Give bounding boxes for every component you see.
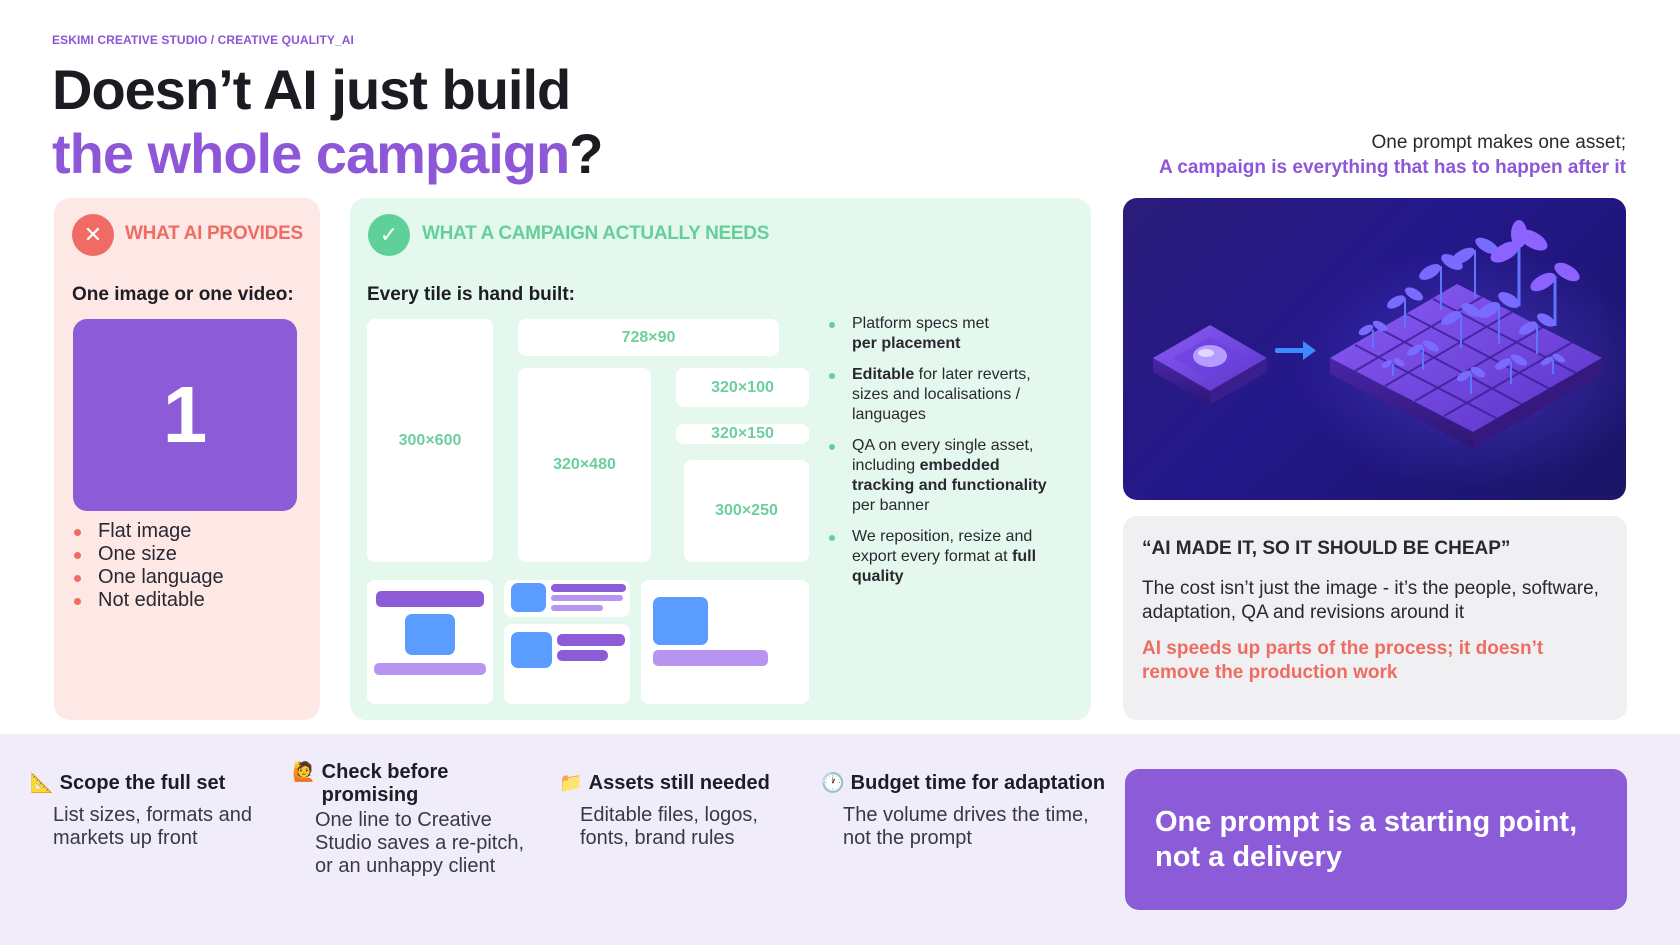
mockup-bar <box>374 663 486 675</box>
seed-to-garden-illustration <box>1123 198 1626 500</box>
mockup-bar <box>551 584 626 592</box>
mockup-bar <box>376 591 484 607</box>
layout-mockup-vertical <box>367 580 493 704</box>
list-item: QA on every single asset, including embe… <box>826 436 1056 516</box>
mockup-bar <box>557 650 608 661</box>
mockup-bar <box>551 595 623 601</box>
page-title: Doesn’t AI just build the whole campaign… <box>52 58 603 186</box>
tagline-line-2: A campaign is everything that has to hap… <box>1159 157 1626 178</box>
title-line-1: Doesn’t AI just build <box>52 58 571 121</box>
tip-title: Budget time for adaptation <box>850 772 1106 794</box>
mockup-bar <box>551 605 603 611</box>
list-item: Flat image <box>72 520 224 543</box>
tip-body: The volume drives the time, not the prom… <box>843 804 1089 849</box>
layout-mockup-square <box>641 580 809 704</box>
list-item: Not editable <box>72 589 224 612</box>
ai-card-subheading: One image or one video: <box>72 284 294 305</box>
list-item: We reposition, resize and export every f… <box>826 527 1056 587</box>
breadcrumb: ESKIMI CREATIVE STUDIO / CREATIVE QUALIT… <box>52 33 354 47</box>
needs-card-subheading: Every tile is hand built: <box>367 284 575 305</box>
tile-300x600: 300×600 <box>367 319 493 562</box>
tagline-line-1: One prompt makes one asset; <box>1371 132 1626 153</box>
cross-icon: ✕ <box>72 214 114 256</box>
mockup-bar <box>557 634 625 646</box>
tile-320x100: 320×100 <box>676 368 809 407</box>
tip-check: 🙋Check before promising One line to Crea… <box>292 761 542 878</box>
tip-title: Assets still needed <box>588 772 770 794</box>
tile-728x90: 728×90 <box>518 319 779 356</box>
ai-card-heading: WHAT AI PROVIDES <box>125 223 303 244</box>
tip-scope: 📐Scope the full set List sizes, formats … <box>30 772 270 850</box>
raised-hand-icon: 🙋 <box>292 762 316 783</box>
tip-assets: 📁Assets still needed Editable files, log… <box>559 772 799 850</box>
tip-budget: 🕐Budget time for adaptation The volume d… <box>821 772 1111 850</box>
layout-mockup-banner-2 <box>504 624 630 704</box>
campaign-needs-card: ✓ WHAT A CAMPAIGN ACTUALLY NEEDS Every t… <box>350 198 1091 720</box>
check-icon: ✓ <box>368 214 410 256</box>
tip-body: List sizes, formats and markets up front <box>53 804 252 849</box>
layout-mockup-banner-1 <box>504 580 630 617</box>
ai-provides-card: ✕ WHAT AI PROVIDES One image or one vide… <box>54 198 320 720</box>
tile-320x150: 320×150 <box>676 424 809 444</box>
tip-title: Scope the full set <box>59 772 226 794</box>
objection-heading: “AI MADE IT, SO IT SHOULD BE CHEAP” <box>1142 538 1511 559</box>
mockup-bar <box>653 650 768 666</box>
tile-320x480: 320×480 <box>518 368 651 562</box>
tile-300x250: 300×250 <box>684 460 809 562</box>
mockup-image <box>511 583 546 612</box>
objection-card: “AI MADE IT, SO IT SHOULD BE CHEAP” The … <box>1123 516 1627 720</box>
mockup-image <box>405 614 455 655</box>
sprout <box>1358 320 1388 348</box>
mockup-image <box>653 597 708 645</box>
title-end: ? <box>569 122 603 185</box>
ai-limitations-list: Flat image One size One language Not edi… <box>72 520 224 612</box>
objection-body: The cost isn’t just the image - it’s the… <box>1142 578 1599 623</box>
tagline: One prompt makes one asset; A campaign i… <box>1159 130 1626 180</box>
mockup-image <box>511 632 552 668</box>
tip-body: One line to Creative Studio saves a re-p… <box>315 809 524 877</box>
isometric-growth-icon <box>1153 220 1626 488</box>
list-item: One size <box>72 543 224 566</box>
clock-icon: 🕐 <box>821 773 845 794</box>
tip-body: Editable files, logos, fonts, brand rule… <box>580 804 758 849</box>
list-item: One language <box>72 566 224 589</box>
needs-card-heading: WHAT A CAMPAIGN ACTUALLY NEEDS <box>422 223 770 244</box>
single-asset-box: 1 <box>73 319 297 511</box>
ruler-icon: 📐 <box>30 773 54 794</box>
objection-highlight: AI speeds up parts of the process; it do… <box>1142 638 1544 683</box>
title-accent: the whole campaign <box>52 122 570 185</box>
folder-icon: 📁 <box>559 773 583 794</box>
list-item: Editable for later reverts, sizes and lo… <box>826 365 1056 425</box>
tips-band: 📐Scope the full set List sizes, formats … <box>0 734 1680 945</box>
tip-title: Check before promising <box>321 761 449 806</box>
key-message-banner: One prompt is a starting point, not a de… <box>1125 769 1627 910</box>
